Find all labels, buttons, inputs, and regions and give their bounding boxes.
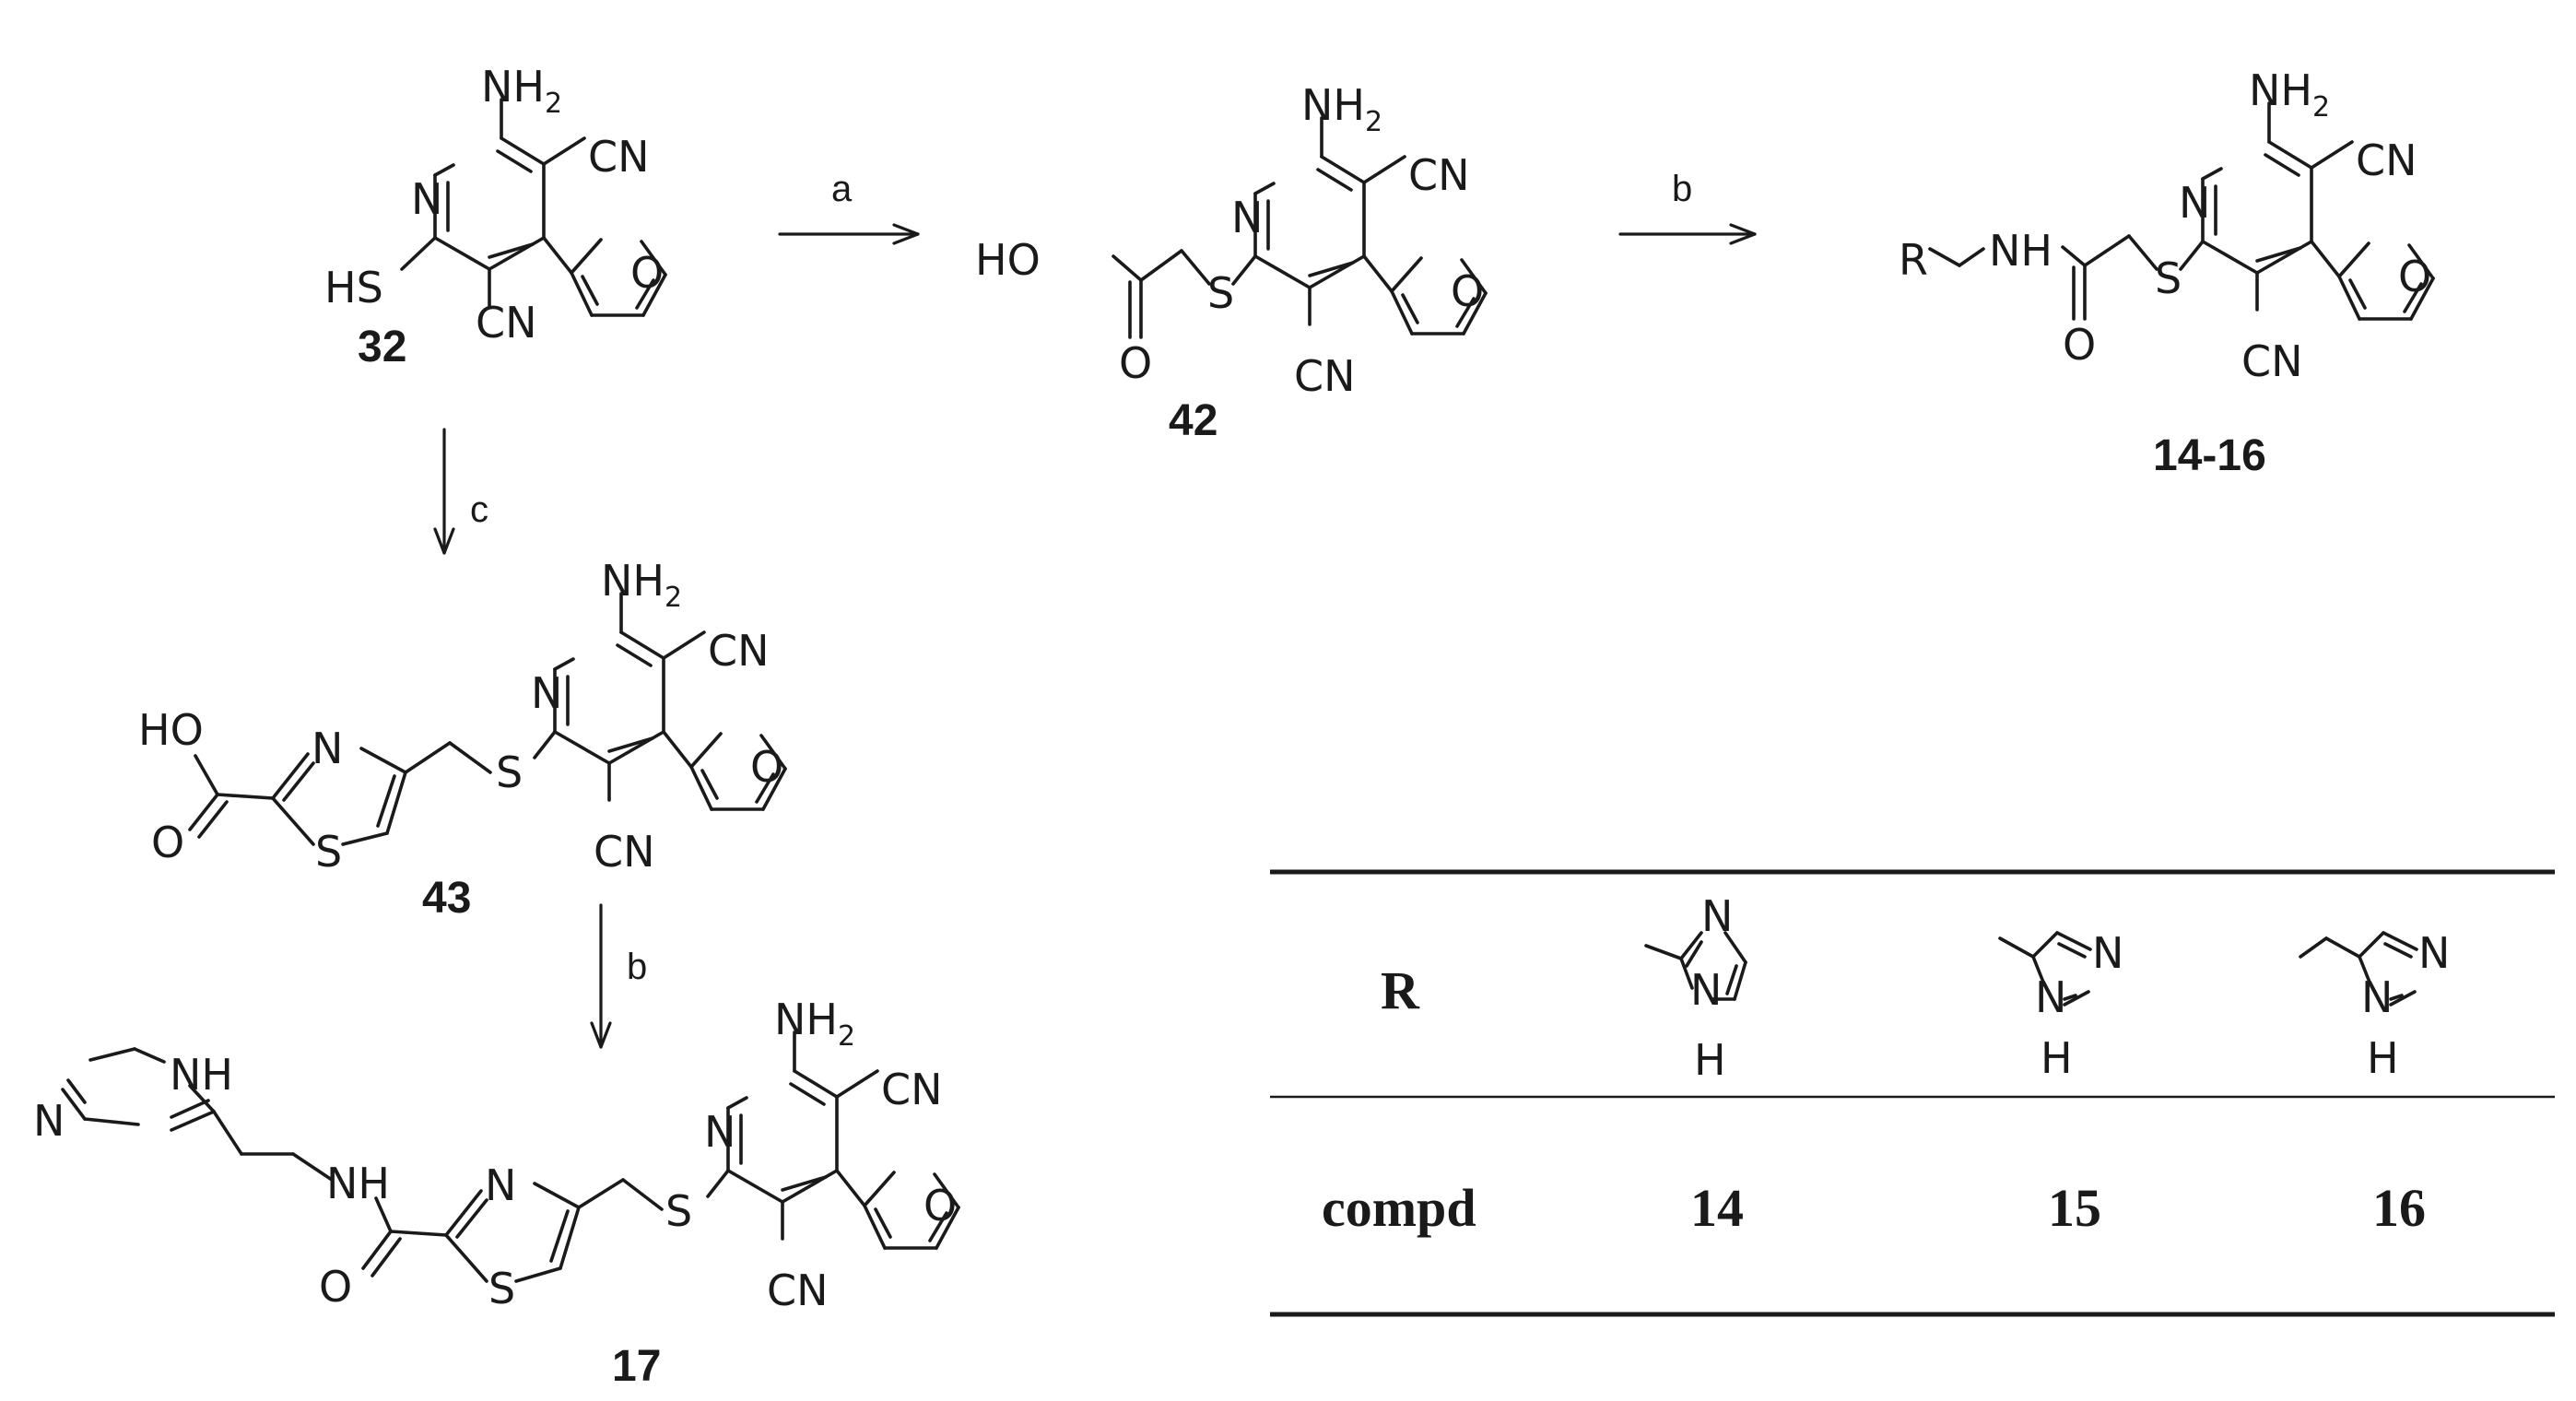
- arrow-c: c: [433, 428, 488, 555]
- atom-CN: CN: [708, 626, 770, 676]
- atom-NH: NH: [170, 1050, 233, 1100]
- atom-R: R: [1899, 235, 1928, 285]
- reagent-label-c: c: [470, 489, 488, 530]
- compound-label-42: 42: [1169, 396, 1217, 445]
- atom-N: N: [1231, 193, 1263, 242]
- compound-42-structure: N NH2 CN CN O S HO O 42: [975, 80, 1488, 445]
- arrow-a: a: [778, 169, 920, 245]
- atom-N: N: [2092, 928, 2123, 978]
- atom-S: S: [496, 748, 523, 797]
- compound-label-17: 17: [612, 1342, 661, 1391]
- atom-S: S: [665, 1186, 692, 1236]
- atom-HO: HO: [138, 705, 204, 755]
- table-header-R: R: [1381, 960, 1420, 1020]
- atom-O: O: [2398, 252, 2431, 301]
- reagent-label-b: b: [627, 947, 647, 987]
- atom-O: O: [151, 818, 184, 867]
- atom-S: S: [315, 827, 342, 877]
- table-value-15: 15: [2048, 1178, 2101, 1238]
- atom-O: O: [630, 248, 664, 298]
- table-value-14: 14: [1690, 1178, 1744, 1238]
- atom-CN: CN: [588, 132, 650, 182]
- atom-N: N: [704, 1107, 735, 1157]
- reagent-label-b: b: [1672, 169, 1692, 209]
- atom-NH2: NH2: [774, 995, 855, 1053]
- atom-CN: CN: [881, 1065, 943, 1114]
- arrow-b-top: b: [1618, 169, 1757, 245]
- atom-CN: CN: [476, 298, 537, 347]
- reagent-label-a: a: [831, 169, 853, 209]
- atom-H: H: [1694, 1035, 1726, 1085]
- atom-CN: CN: [1294, 351, 1356, 401]
- atom-N: N: [2361, 972, 2393, 1022]
- compound-label-14-16: 14-16: [2153, 431, 2266, 480]
- arrow-b-lower: b: [590, 903, 647, 1049]
- atom-CN: CN: [2241, 336, 2303, 386]
- atom-N: N: [2179, 178, 2210, 228]
- atom-CN: CN: [1408, 150, 1470, 200]
- atom-NH2: NH2: [2249, 65, 2330, 124]
- atom-O: O: [923, 1181, 957, 1230]
- atom-N: N: [1690, 965, 1722, 1015]
- atom-O: O: [319, 1262, 352, 1312]
- atom-CN: CN: [2356, 135, 2417, 185]
- atom-H: H: [2041, 1033, 2073, 1083]
- compound-label-32: 32: [358, 323, 406, 371]
- atom-HO: HO: [975, 235, 1041, 285]
- atom-NH: NH: [1989, 226, 2053, 276]
- atom-NH: NH: [326, 1159, 390, 1208]
- substituent-16-imidazol-5-ylmethyl: N N H: [2299, 928, 2450, 1083]
- atom-O: O: [1119, 338, 1152, 388]
- substituent-15-imidazol-5-yl: N N H: [1998, 928, 2123, 1083]
- atom-N: N: [531, 668, 562, 718]
- substituent-table: R compd N N H N N H N N H 14 15 16: [1270, 869, 2555, 1317]
- atom-S: S: [2155, 253, 2182, 303]
- atom-CN: CN: [767, 1266, 829, 1315]
- atom-S: S: [1207, 268, 1234, 318]
- table-value-16: 16: [2372, 1178, 2426, 1238]
- atom-N: N: [2035, 972, 2066, 1022]
- atom-CN: CN: [594, 827, 655, 877]
- atom-N: N: [1701, 891, 1733, 941]
- atom-O: O: [2063, 320, 2096, 370]
- atom-O: O: [1451, 266, 1484, 316]
- atom-N: N: [312, 724, 343, 773]
- compound-label-43: 43: [422, 874, 471, 923]
- atom-N: N: [411, 174, 442, 224]
- atom-HS: HS: [324, 263, 383, 312]
- atom-H: H: [2367, 1033, 2399, 1083]
- table-header-compd: compd: [1322, 1178, 1476, 1238]
- atom-N: N: [33, 1096, 65, 1146]
- compound-32-structure: N NH2 CN CN O HS 32: [324, 62, 667, 371]
- atom-N: N: [2418, 928, 2450, 978]
- compound-17-structure: N NH2 CN CN O S N S NH O NH N 17: [33, 995, 960, 1391]
- compound-14-16-structure: N NH2 CN CN O S NH O R 14-16: [1899, 65, 2435, 480]
- compound-43-structure: N NH2 CN CN O S N S HO O 43: [138, 556, 787, 923]
- atom-NH2: NH2: [1301, 80, 1382, 138]
- atom-S: S: [488, 1264, 515, 1313]
- substituent-14-imidazol-2-yl: N N H: [1644, 891, 1747, 1085]
- atom-N: N: [485, 1160, 516, 1210]
- atom-NH2: NH2: [481, 62, 562, 120]
- atom-NH2: NH2: [601, 556, 682, 614]
- atom-O: O: [750, 742, 783, 792]
